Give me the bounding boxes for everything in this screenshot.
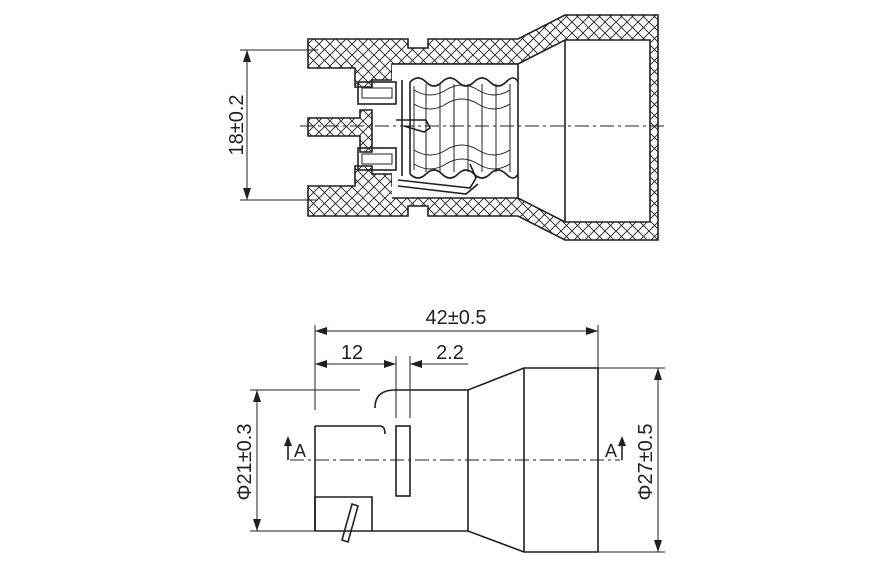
dim-overall-label: 42±0.5: [425, 307, 486, 329]
inner-cavity: [392, 40, 650, 222]
dim-2-2-label: 2.2: [436, 342, 464, 364]
upper-contact: [357, 81, 397, 105]
spring-wire-bottom-2: [397, 183, 479, 195]
lower-contact-inner: [361, 153, 393, 165]
top-section-view: 18±0.2: [226, 14, 666, 241]
side-slot: [395, 425, 411, 497]
upper-contact-inner: [361, 87, 393, 99]
lower-contact: [357, 147, 397, 171]
body-outline: [314, 367, 599, 553]
contact-pin: [341, 502, 359, 544]
section-mark-right: A: [605, 441, 617, 461]
dim-dia-left-label: Φ21±0.3: [234, 424, 256, 501]
inner-cavity-outline: [392, 39, 651, 223]
center-web: [307, 109, 373, 153]
dim-12-label: 12: [341, 342, 363, 364]
spring-wire-top: [396, 119, 432, 133]
section-mark-left: A: [294, 441, 306, 461]
bottom-side-view: A A 42±0.5 12 2.2 Φ21±0.3: [234, 307, 665, 553]
dim-height-label: 18±0.2: [226, 94, 248, 155]
dim-dia-right-label: Φ27±0.5: [635, 424, 657, 501]
threaded-socket: [401, 77, 519, 179]
spring-wire-bottom: [397, 163, 477, 189]
